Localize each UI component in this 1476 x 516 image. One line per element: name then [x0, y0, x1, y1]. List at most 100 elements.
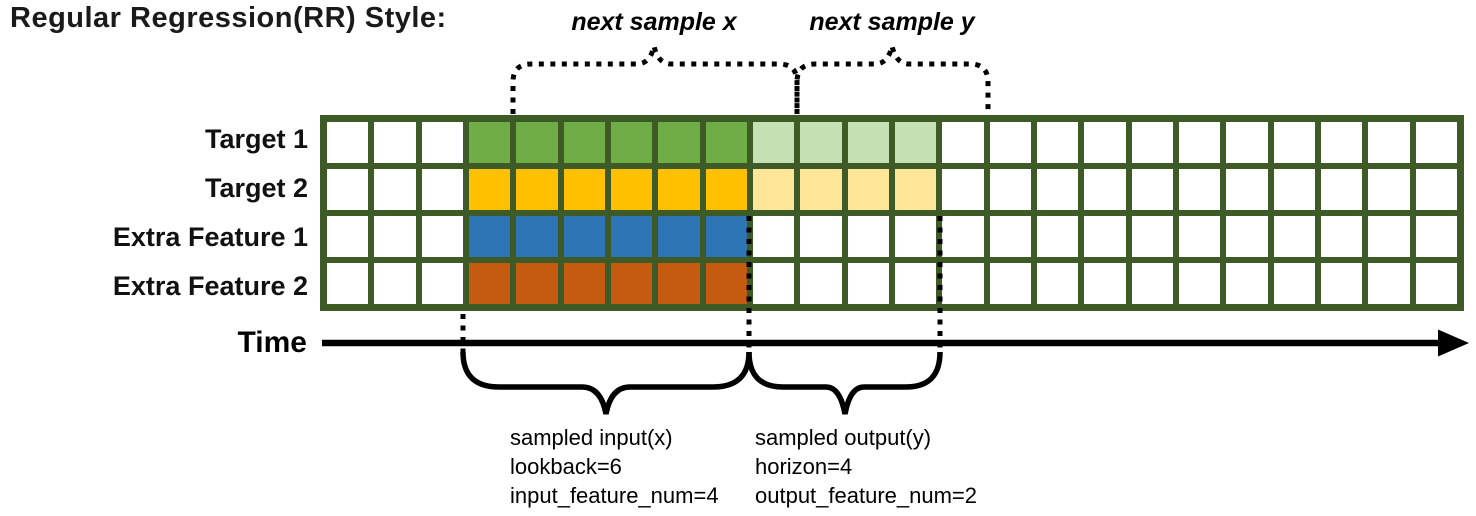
- grid-cell: [374, 216, 416, 257]
- grid-cell: [1226, 169, 1268, 210]
- grid-cell: [1368, 169, 1410, 210]
- grid-cell: [468, 216, 511, 257]
- next-sample-y-label: next sample y: [809, 8, 975, 36]
- grid-cell: [421, 263, 463, 304]
- grid-cell: [1320, 263, 1363, 304]
- grid-cell: [327, 122, 369, 163]
- grid-cell: [1273, 216, 1315, 257]
- grid-cell: [705, 216, 747, 257]
- grid-cell: [942, 169, 984, 210]
- grid-cell: [563, 263, 605, 304]
- grid-cell: [516, 263, 558, 304]
- row-label: Extra Feature 2: [112, 271, 308, 301]
- grid-cell: [1273, 122, 1315, 163]
- grid-cell: [705, 263, 747, 304]
- grid-cell: [894, 263, 937, 304]
- grid-cell: [752, 263, 795, 304]
- grid-cell: [327, 263, 369, 304]
- grid-cell: [421, 216, 463, 257]
- grid-cell: [1415, 263, 1457, 304]
- grid-cell: [658, 263, 700, 304]
- grid-cell: [942, 216, 984, 257]
- grid-cell: [942, 122, 984, 163]
- timeseries-grid: [320, 115, 1464, 311]
- time-axis-label: Time: [237, 326, 307, 359]
- grid-cell: [421, 122, 463, 163]
- grid-cell: [1131, 263, 1173, 304]
- grid-cell: [847, 122, 889, 163]
- grid-cell: [1320, 169, 1363, 210]
- grid-cell: [1084, 122, 1126, 163]
- grid-cell: [1178, 122, 1221, 163]
- grid-cell: [374, 122, 416, 163]
- output-feature-num-value: output_feature_num=2: [755, 483, 978, 508]
- grid-cell: [847, 263, 889, 304]
- grid-cell: [894, 216, 937, 257]
- grid-cell: [327, 216, 369, 257]
- grid-cell: [516, 216, 558, 257]
- grid-cell: [800, 169, 842, 210]
- grid-cell: [800, 122, 842, 163]
- grid-cell: [1320, 216, 1363, 257]
- grid-cell: [1131, 216, 1173, 257]
- grid-cell: [1036, 216, 1079, 257]
- grid-cell: [1084, 169, 1126, 210]
- grid-cell: [610, 169, 653, 210]
- grid-cell: [1415, 169, 1457, 210]
- grid-cell: [1178, 169, 1221, 210]
- grid-cell: [1131, 122, 1173, 163]
- grid-cell: [1178, 263, 1221, 304]
- grid-cell: [1415, 122, 1457, 163]
- grid-cell: [563, 169, 605, 210]
- next-sample-x-brace: [510, 45, 800, 114]
- grid-cell: [658, 169, 700, 210]
- grid-cell: [468, 263, 511, 304]
- grid-cell: [894, 122, 937, 163]
- grid-cell: [1084, 263, 1126, 304]
- lookback-value: lookback=6: [510, 454, 622, 479]
- sampled-input-note: sampled input(x) lookback=6 input_featur…: [510, 423, 719, 510]
- sampled-output-note: sampled output(y) horizon=4 output_featu…: [755, 423, 977, 510]
- grid-cell: [563, 216, 605, 257]
- grid-cell: [1036, 169, 1079, 210]
- row-label: Extra Feature 1: [112, 222, 308, 252]
- grid-cell: [468, 169, 511, 210]
- grid-cell: [1226, 263, 1268, 304]
- grid-cell: [1084, 216, 1126, 257]
- grid-cell: [1368, 216, 1410, 257]
- grid-cell: [516, 122, 558, 163]
- grid-cell: [421, 169, 463, 210]
- grid-cell: [1131, 169, 1173, 210]
- grid-cell: [705, 169, 747, 210]
- grid-cell: [1226, 216, 1268, 257]
- grid-cell: [752, 169, 795, 210]
- grid-cell: [800, 263, 842, 304]
- grid-cell: [989, 216, 1031, 257]
- sampled-output-title: sampled output(y): [755, 425, 932, 450]
- grid-cell: [658, 216, 700, 257]
- grid-cell: [1415, 216, 1457, 257]
- grid-cell: [1368, 122, 1410, 163]
- grid-cell: [1320, 122, 1363, 163]
- grid-cell: [327, 169, 369, 210]
- grid-cell: [610, 216, 653, 257]
- input-feature-num-value: input_feature_num=4: [510, 483, 719, 508]
- sampled-input-brace: [460, 351, 752, 415]
- grid-cell: [374, 263, 416, 304]
- grid-cell: [374, 169, 416, 210]
- grid-cell: [658, 122, 700, 163]
- sampled-input-title: sampled input(x): [510, 425, 673, 450]
- grid-cell: [1036, 263, 1079, 304]
- grid-cell: [847, 216, 889, 257]
- grid-cell: [989, 169, 1031, 210]
- sampled-output-brace: [746, 351, 943, 415]
- grid-cell: [989, 122, 1031, 163]
- time-axis-arrowhead: [1438, 329, 1469, 357]
- horizon-value: horizon=4: [755, 454, 853, 479]
- grid-cell: [894, 169, 937, 210]
- next-sample-x-label: next sample x: [571, 8, 737, 36]
- diagram-title: Regular Regression(RR) Style:: [10, 2, 447, 34]
- grid-cell: [468, 122, 511, 163]
